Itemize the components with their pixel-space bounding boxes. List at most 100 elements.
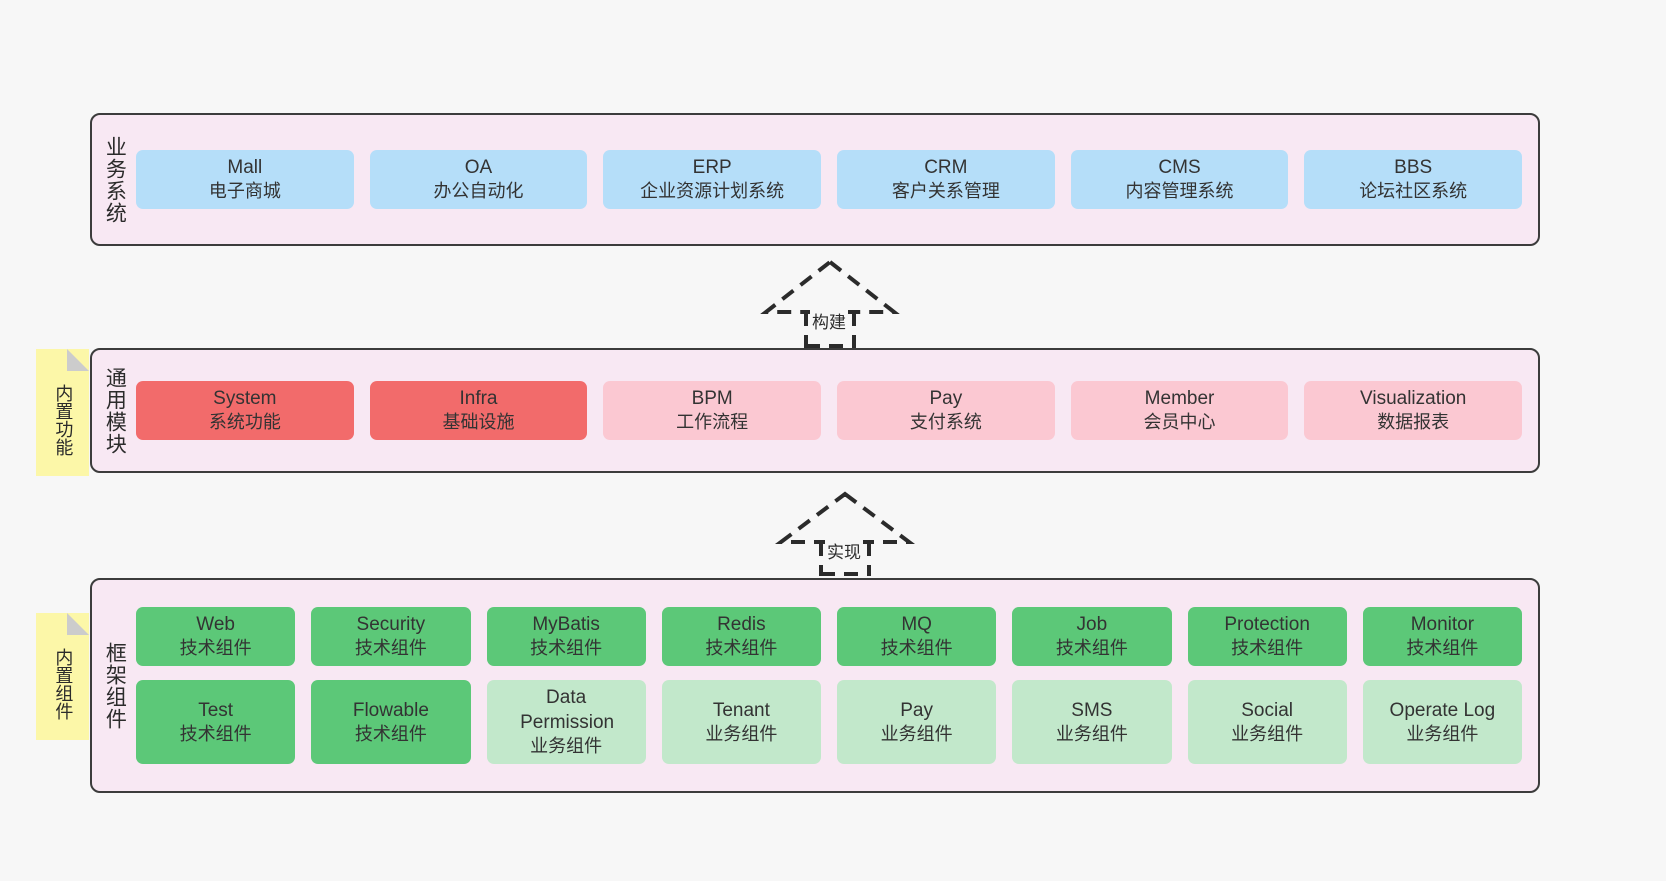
- node-title-cn: 技术组件: [705, 638, 778, 659]
- layer-body-framework-components: Web 技术组件 Security 技术组件 MyBatis 技术组件 Redi…: [136, 580, 1538, 791]
- node-title-en: CRM: [924, 156, 968, 178]
- layer-title-common-modules: 通用模块: [103, 366, 127, 455]
- node-title-cn: 技术组件: [1055, 638, 1128, 659]
- node-title-cn: 工作流程: [676, 412, 749, 433]
- node-title-en: Pay: [900, 699, 933, 721]
- layer-common-modules: 通用模块 System 系统功能 Infra 基础设施 BPM 工作流程 Pay…: [90, 348, 1540, 473]
- node-security[interactable]: Security 技术组件: [311, 607, 471, 667]
- node-visualization[interactable]: Visualization 数据报表: [1304, 380, 1523, 441]
- node-protection[interactable]: Protection 技术组件: [1187, 607, 1347, 667]
- note-builtin-features-text: 内置功能: [53, 383, 74, 456]
- note-builtin-components: 内置组件: [36, 613, 89, 740]
- node-title-cn: 电子商城: [208, 181, 281, 202]
- node-title-en: Visualization: [1360, 387, 1467, 409]
- node-erp[interactable]: ERP 企业资源计划系统: [603, 149, 822, 210]
- node-flowable[interactable]: Flowable 技术组件: [311, 680, 471, 764]
- note-builtin-components-text: 内置组件: [53, 647, 74, 720]
- node-pay-business[interactable]: Pay 业务组件: [837, 680, 997, 764]
- node-title-cn: 客户关系管理: [891, 181, 1000, 202]
- node-title-en: System: [213, 387, 277, 409]
- node-title-en: Web: [196, 614, 235, 635]
- node-social[interactable]: Social 业务组件: [1187, 680, 1347, 764]
- node-title-en: BPM: [691, 387, 733, 409]
- node-title-en: Test: [198, 699, 234, 721]
- connector-build-label: 构建: [810, 308, 848, 333]
- node-bpm[interactable]: BPM 工作流程: [603, 380, 822, 441]
- connector-implement: 实现: [775, 488, 915, 576]
- node-title-en: OA: [464, 156, 493, 178]
- node-title-cn: 技术组件: [530, 638, 603, 659]
- node-mall[interactable]: Mall 电子商城: [136, 149, 354, 210]
- node-mq[interactable]: MQ 技术组件: [837, 607, 997, 667]
- node-web[interactable]: Web 技术组件: [136, 607, 296, 667]
- node-title-cn: 业务组件: [530, 735, 603, 756]
- node-title-en: Job: [1076, 614, 1108, 635]
- note-builtin-features: 内置功能: [36, 349, 89, 476]
- node-redis[interactable]: Redis 技术组件: [661, 607, 821, 667]
- node-title-cn: 技术组件: [1231, 638, 1304, 659]
- connector-build-arrow: [760, 259, 900, 348]
- node-title-cn: 会员中心: [1143, 412, 1216, 433]
- node-title-cn: 技术组件: [1406, 638, 1479, 659]
- node-test[interactable]: Test 技术组件: [136, 680, 296, 764]
- node-title-cn: 数据报表: [1377, 412, 1450, 433]
- node-title-en: BBS: [1394, 156, 1433, 178]
- node-title-cn: 支付系统: [909, 412, 982, 433]
- node-title-cn: 系统功能: [208, 412, 281, 433]
- node-title-cn: 技术组件: [880, 638, 953, 659]
- node-title-cn: 技术组件: [179, 638, 252, 659]
- layer-framework-components: 框架组件 Web 技术组件 Security 技术组件 MyBatis 技术组件…: [90, 578, 1540, 793]
- node-title-cn: 技术组件: [354, 723, 427, 744]
- layer-body-common-modules: System 系统功能 Infra 基础设施 BPM 工作流程 Pay 支付系统…: [136, 350, 1538, 471]
- node-row: Mall 电子商城 OA 办公自动化 ERP 企业资源计划系统 CRM 客户关系…: [136, 149, 1523, 210]
- node-row: System 系统功能 Infra 基础设施 BPM 工作流程 Pay 支付系统…: [136, 380, 1523, 441]
- node-title-cn: 业务组件: [705, 723, 778, 744]
- node-title-en: Operate Log: [1389, 699, 1496, 721]
- node-title-en: Security: [356, 614, 426, 635]
- node-pay[interactable]: Pay 支付系统: [837, 380, 1055, 441]
- node-job[interactable]: Job 技术组件: [1012, 607, 1172, 667]
- node-mybatis[interactable]: MyBatis 技术组件: [486, 607, 646, 667]
- node-monitor[interactable]: Monitor 技术组件: [1362, 607, 1522, 667]
- layer-body-business-systems: Mall 电子商城 OA 办公自动化 ERP 企业资源计划系统 CRM 客户关系…: [136, 115, 1538, 244]
- node-title-en: ERP: [692, 156, 732, 178]
- node-title-en: SMS: [1071, 699, 1113, 721]
- node-data-permission[interactable]: Data Permission 业务组件: [486, 680, 646, 764]
- connector-implement-label: 实现: [825, 538, 863, 563]
- node-title-cn: 办公自动化: [433, 181, 524, 202]
- node-title-cn: 业务组件: [1406, 723, 1479, 744]
- node-title-en: Protection: [1224, 614, 1310, 635]
- node-title-cn: 技术组件: [354, 638, 427, 659]
- node-title-en: Monitor: [1410, 614, 1475, 635]
- node-title-cn: 业务组件: [1231, 723, 1304, 744]
- node-title-cn: 技术组件: [179, 723, 252, 744]
- node-title-cn: 业务组件: [880, 723, 953, 744]
- node-title-cn: 内容管理系统: [1125, 181, 1234, 202]
- node-cms[interactable]: CMS 内容管理系统: [1070, 149, 1289, 210]
- layer-business-systems: 业务系统 Mall 电子商城 OA 办公自动化 ERP 企业资源计划系统 CRM…: [90, 113, 1540, 246]
- node-tenant[interactable]: Tenant 业务组件: [661, 680, 821, 764]
- node-operate-log[interactable]: Operate Log 业务组件: [1362, 680, 1522, 764]
- node-title-cn: 论坛社区系统: [1359, 181, 1468, 202]
- node-title-en: MQ: [901, 614, 932, 635]
- node-system[interactable]: System 系统功能: [136, 380, 354, 441]
- node-title-en: Pay: [929, 387, 963, 409]
- node-title-en: Social: [1241, 699, 1293, 721]
- layer-title-framework-components: 框架组件: [103, 641, 127, 730]
- node-oa[interactable]: OA 办公自动化: [369, 149, 588, 210]
- node-title-en: Data Permission: [520, 687, 615, 733]
- node-title-cn: 企业资源计划系统: [640, 181, 785, 202]
- node-title-en: Infra: [459, 387, 498, 409]
- node-title-en: Mall: [227, 156, 263, 178]
- node-crm[interactable]: CRM 客户关系管理: [837, 149, 1055, 210]
- node-bbs[interactable]: BBS 论坛社区系统: [1304, 149, 1523, 210]
- node-title-en: Redis: [717, 614, 766, 635]
- node-row: Test 技术组件 Flowable 技术组件 Data Permission …: [136, 680, 1522, 764]
- node-infra[interactable]: Infra 基础设施: [369, 380, 588, 441]
- layer-title-business-systems: 业务系统: [103, 135, 127, 224]
- node-sms[interactable]: SMS 业务组件: [1012, 680, 1172, 764]
- node-row: Web 技术组件 Security 技术组件 MyBatis 技术组件 Redi…: [136, 607, 1522, 667]
- node-title-en: Flowable: [352, 699, 429, 721]
- node-member[interactable]: Member 会员中心: [1070, 380, 1289, 441]
